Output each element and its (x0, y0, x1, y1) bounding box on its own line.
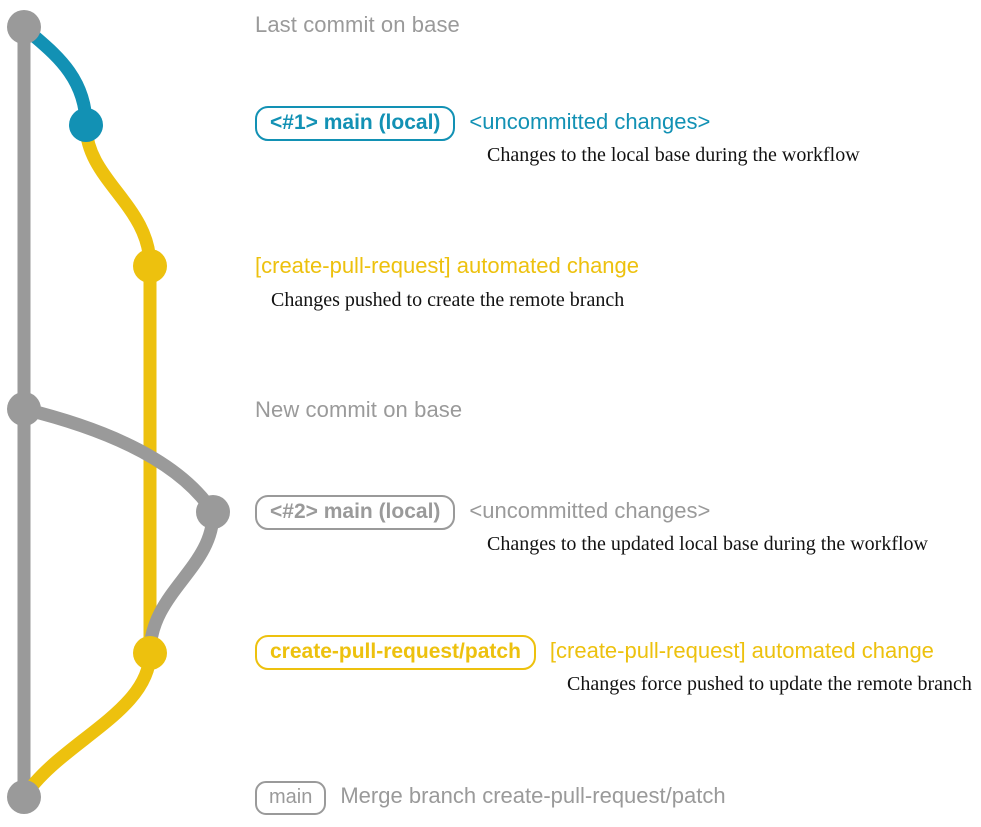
commit-row-commit-1: <#1> main (local) <uncommitted changes> (255, 106, 711, 142)
commit-subject-patch-1: [create-pull-request] automated change (255, 253, 640, 278)
edge-gray-local2-to-patch2 (143, 505, 220, 660)
commit-note-patch-2: Changes force pushed to update the remot… (567, 673, 972, 695)
commit-node-base-new[interactable] (7, 392, 41, 426)
ref-badge-local-1[interactable]: <#1> main (local) (255, 106, 456, 142)
commit-heading: New commit on base (255, 397, 463, 422)
commit-node-base-last[interactable] (7, 10, 41, 44)
commit-row-commit-4: create-pull-request/patch [create-pull-r… (255, 635, 934, 671)
commit-node-merge[interactable] (7, 780, 41, 814)
ref-badge-main[interactable]: main (255, 781, 327, 815)
commit-row-commit-3: <#2> main (local) <uncommitted changes> (255, 495, 711, 531)
commit-row-new-commit-on-base: New commit on base (255, 397, 462, 423)
commit-row-commit-2: [create-pull-request] automated change (255, 253, 639, 279)
ref-badge-patch-branch[interactable]: create-pull-request/patch (255, 635, 536, 671)
commit-node-patch-2[interactable] (133, 636, 167, 670)
commit-subject-local-1: <uncommitted changes> (469, 109, 711, 134)
commit-node-local-2[interactable] (196, 495, 230, 529)
commit-note-local-2: Changes to the updated local base during… (487, 533, 928, 555)
commit-row-merge-commit: main Merge branch create-pull-request/pa… (255, 781, 726, 815)
commit-note-local-1: Changes to the local base during the wor… (487, 144, 860, 166)
commit-node-local-1[interactable] (69, 108, 103, 142)
commit-note-patch-1: Changes pushed to create the remote bran… (271, 289, 625, 311)
commit-subject-merge: Merge branch create-pull-request/patch (340, 783, 726, 808)
commit-row-last-commit-on-base: Last commit on base (255, 12, 460, 38)
edge-yellow-local-to-patch1 (79, 118, 157, 273)
commit-subject-patch-2: [create-pull-request] automated change (549, 638, 934, 663)
edge-yellow-patch2-to-merge (17, 646, 157, 804)
commit-node-group (7, 10, 230, 814)
edge-gray-base-to-local2 (17, 402, 220, 519)
commit-heading: Last commit on base (255, 12, 460, 37)
commit-subject-local-2: <uncommitted changes> (469, 498, 711, 523)
commit-node-patch-1[interactable] (133, 249, 167, 283)
ref-badge-local-2[interactable]: <#2> main (local) (255, 495, 456, 531)
edge-blue-branch-from-base (17, 20, 93, 132)
